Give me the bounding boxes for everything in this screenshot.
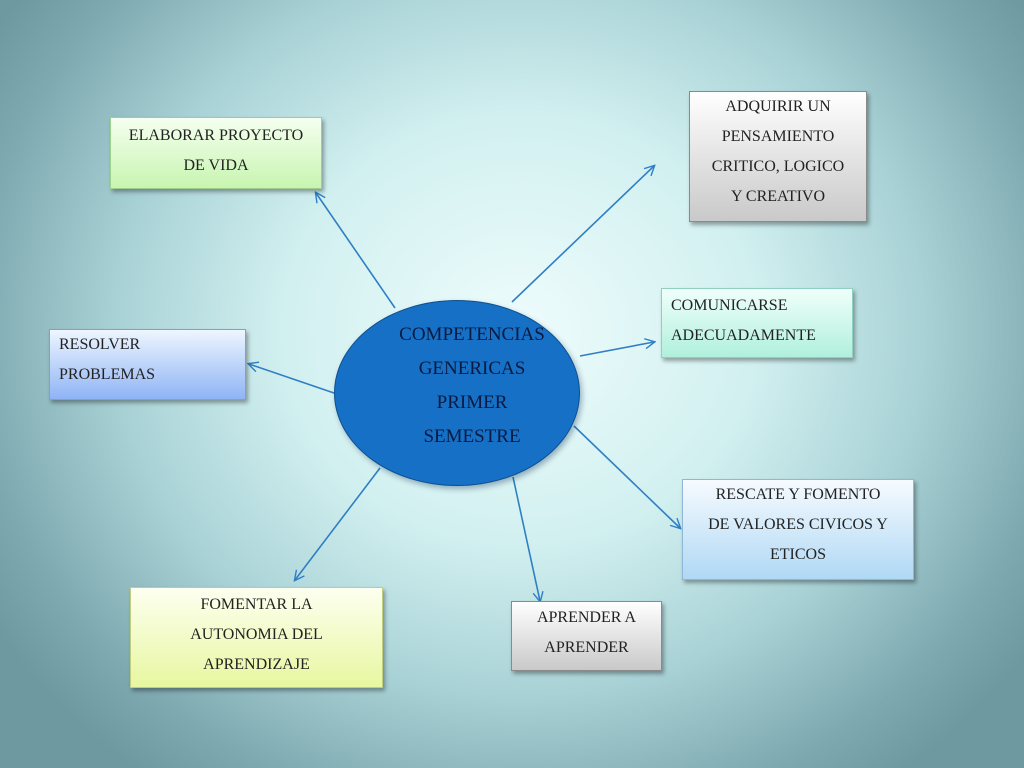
arrow-to-fomentar (295, 467, 381, 580)
node-fomentar-autonomia: FOMENTAR LA AUTONOMIA DEL APRENDIZAJE (130, 587, 383, 688)
node-line: FOMENTAR LA (200, 596, 313, 613)
node-line: PENSAMIENTO (721, 128, 835, 145)
node-line: RESCATE Y FOMENTO (715, 486, 881, 503)
central-concept-ellipse: COMPETENCIAS GENERICAS PRIMER SEMESTRE (334, 300, 580, 486)
node-comunicarse: COMUNICARSE ADECUADAMENTE (661, 288, 853, 358)
arrow-to-resolver (249, 364, 335, 394)
node-line: RESOLVER (59, 336, 141, 353)
node-rescate-valores: RESCATE Y FOMENTO DE VALORES CIVICOS Y E… (682, 479, 914, 580)
arrow-to-comunicarse (579, 342, 654, 357)
center-line: SEMESTRE (423, 426, 521, 447)
arrow-to-elaborar (316, 193, 396, 309)
center-line: PRIMER (436, 392, 508, 413)
node-line: DE VALORES CIVICOS Y (708, 516, 888, 533)
node-line: PROBLEMAS (59, 366, 156, 383)
node-line: AUTONOMIA DEL (190, 626, 323, 643)
central-concept-text: COMPETENCIAS GENERICAS PRIMER SEMESTRE (392, 318, 552, 454)
node-resolver-problemas: RESOLVER PROBLEMAS (49, 329, 246, 400)
node-line: ETICOS (770, 546, 826, 563)
node-line: ADECUADAMENTE (671, 327, 816, 344)
node-elaborar-proyecto: ELABORAR PROYECTO DE VIDA (110, 117, 322, 189)
arrow-to-rescate (573, 425, 680, 528)
node-line: CRITICO, LOGICO (711, 158, 845, 175)
node-line: Y CREATIVO (730, 188, 826, 205)
center-line: COMPETENCIAS (399, 324, 545, 345)
node-line: ELABORAR PROYECTO (128, 127, 304, 144)
node-line: COMUNICARSE (671, 297, 788, 314)
arrow-to-aprender (512, 476, 540, 601)
node-adquirir-pensamiento: ADQUIRIR UN PENSAMIENTO CRITICO, LOGICO … (689, 91, 867, 222)
node-line: APRENDER A (536, 609, 637, 626)
center-line: GENERICAS (418, 358, 526, 379)
node-aprender-a-aprender: APRENDER A APRENDER (511, 601, 662, 671)
node-line: APRENDER (544, 639, 629, 656)
arrow-to-adquirir (511, 166, 654, 303)
node-line: DE VIDA (183, 157, 249, 174)
node-line: ADQUIRIR UN (725, 98, 831, 115)
node-line: APRENDIZAJE (203, 656, 310, 673)
